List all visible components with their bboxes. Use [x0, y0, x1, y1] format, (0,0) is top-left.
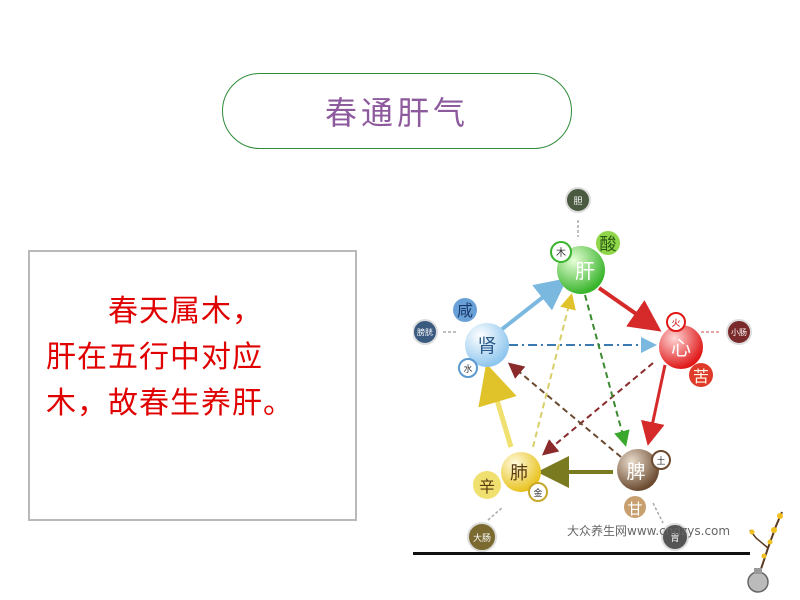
- arrow-kidney-to-liver: [499, 278, 568, 332]
- five-elements-diagram: 胆 酸 肝 木 心 火 苦 小肠 脾 土 甘 胃: [413, 185, 753, 555]
- kidney-node: 肾 水 咸 膀胱: [413, 298, 509, 378]
- lung-element-label: 金: [533, 487, 542, 499]
- arrow-heart-to-lung: [541, 362, 654, 456]
- lung-fu-label: 大肠: [473, 532, 491, 544]
- kidney-fu-label: 膀胱: [417, 327, 433, 337]
- liver-fu-label: 胆: [573, 196, 582, 207]
- spleen-element-label: 土: [656, 455, 665, 467]
- plum-blossom-vase-icon: [728, 508, 788, 596]
- spleen-node: 脾 土 甘 胃: [617, 449, 689, 551]
- arrow-spleen-to-kidney: [507, 362, 622, 458]
- heart-taste-label: 苦: [693, 367, 709, 386]
- kidney-label: 肾: [477, 335, 496, 357]
- liver-label: 肝: [575, 259, 595, 283]
- text-line-2: 肝在五行中对应: [46, 340, 263, 375]
- spleen-taste-label: 甘: [627, 500, 642, 518]
- lung-taste-label: 辛: [479, 477, 495, 496]
- watermark: 大众养生网www.cndzys.com: [567, 524, 731, 538]
- heart-element-label: 火: [671, 318, 680, 329]
- arrow-liver-to-heart: [597, 286, 662, 332]
- text-line-1: 春天属木，: [108, 294, 263, 329]
- arrow-heart-to-spleen: [641, 364, 667, 446]
- arrow-lung-to-liver: [532, 293, 576, 448]
- liver-node: 胆 酸 肝 木: [550, 187, 620, 294]
- spleen-fu-label: 胃: [670, 533, 679, 544]
- kidney-taste-label: 咸: [457, 301, 473, 320]
- heart-node: 心 火 苦 小肠: [659, 312, 752, 387]
- liver-element-label: 木: [556, 247, 566, 259]
- heart-fu-label: 小肠: [731, 328, 747, 337]
- slide-title: 春通肝气: [324, 94, 469, 132]
- baseline-divider: [413, 552, 750, 555]
- text-line-3: 木，故春生养肝。: [46, 386, 294, 421]
- spleen-label: 脾: [626, 461, 645, 483]
- lung-node: 肺 金 辛 大肠: [467, 452, 548, 552]
- arrow-lung-to-kidney: [478, 363, 517, 448]
- liver-taste-label: 酸: [600, 235, 617, 255]
- lung-label: 肺: [510, 463, 528, 484]
- heart-label: 心: [671, 336, 691, 360]
- arrow-liver-to-spleen: [584, 294, 630, 447]
- text-box: 春天属木， 肝在五行中对应 木，故春生养肝。: [28, 250, 357, 521]
- title-pill: 春通肝气: [222, 73, 572, 149]
- kidney-element-label: 水: [463, 363, 472, 375]
